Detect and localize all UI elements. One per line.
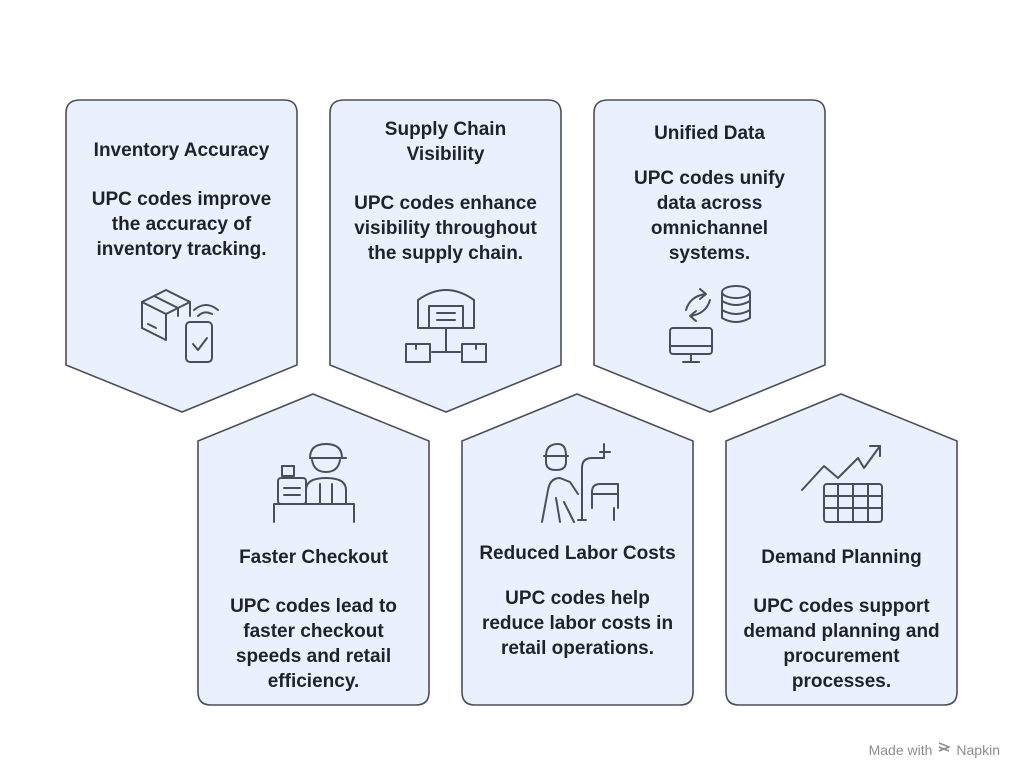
card-shape-inventory-accuracy: [65, 99, 298, 413]
card-title: Supply Chain Visibility: [384, 119, 507, 165]
card-title: Reduced Labor Costs: [479, 543, 676, 564]
card-supply-chain-visibility: Supply Chain Visibility UPC codes enhanc…: [350, 117, 541, 266]
watermark-prefix: Made with: [868, 741, 933, 758]
database-sync-icon: [666, 282, 756, 368]
card-inventory-accuracy: Inventory Accuracy UPC codes improve the…: [76, 138, 287, 262]
napkin-logo-icon: [937, 741, 952, 758]
warehouse-icon: [402, 282, 490, 366]
card-description: UPC codes unify data across omnichannel …: [634, 168, 785, 264]
card-shape-faster-checkout: [197, 393, 430, 706]
card-description: UPC codes lead to faster checkout speeds…: [230, 596, 397, 692]
card-description: UPC codes help reduce labor costs in ret…: [481, 588, 674, 659]
box-scan-icon: [138, 282, 228, 368]
card-faster-checkout: Faster Checkout UPC codes lead to faster…: [208, 545, 419, 694]
card-description: UPC codes improve the accuracy of invent…: [91, 189, 272, 260]
card-shape-demand-planning: [725, 393, 958, 706]
card-description: UPC codes support demand planning and pr…: [743, 596, 940, 692]
watermark-brand: Napkin: [956, 741, 1000, 758]
card-title: Faster Checkout: [239, 547, 388, 568]
card-shape-supply-chain-visibility: [329, 99, 562, 413]
card-unified-data: Unified Data UPC codes unify data across…: [614, 121, 805, 266]
made-with-napkin-watermark[interactable]: Made with Napkin: [869, 741, 1000, 758]
card-demand-planning: Demand Planning UPC codes support demand…: [736, 545, 947, 694]
trend-table-icon: [798, 438, 888, 528]
cashier-icon: [270, 438, 360, 528]
card-description: UPC codes enhance visibility throughout …: [354, 193, 537, 264]
card-title: Inventory Accuracy: [93, 140, 270, 161]
card-title: Demand Planning: [761, 547, 922, 568]
card-shape-reduced-labor-costs: [461, 393, 694, 706]
worker-cart-icon: [534, 438, 624, 528]
card-title: Unified Data: [654, 123, 765, 144]
card-shape-unified-data: [593, 99, 826, 413]
card-reduced-labor-costs: Reduced Labor Costs UPC codes help reduc…: [472, 541, 683, 661]
